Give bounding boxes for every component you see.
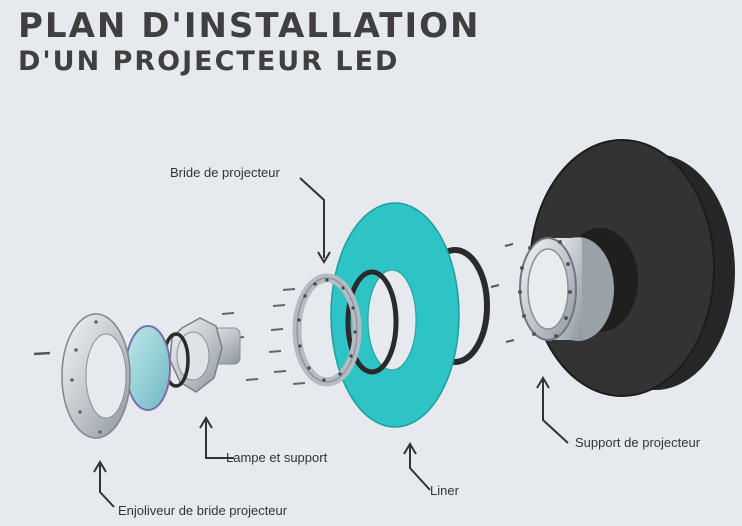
- page-subtitle: D'UN PROJECTEUR LED: [18, 46, 400, 77]
- lamp-lens: [125, 325, 171, 411]
- support-projecteur: [518, 139, 735, 397]
- label-lampe: Lampe et support: [226, 450, 328, 465]
- title-block: PLAN D'INSTALLATION D'UN PROJECTEUR LED: [18, 6, 481, 78]
- support-screws: [490, 243, 515, 343]
- page-title: PLAN D'INSTALLATION: [18, 6, 481, 46]
- front-gasket: [345, 269, 399, 375]
- enjoliveur-bride: [61, 313, 131, 439]
- trim-screw: [33, 351, 51, 356]
- leader-lines: [93, 177, 569, 508]
- label-support: Support de projecteur: [575, 435, 701, 450]
- bride-projecteur: [292, 273, 362, 387]
- label-bride: Bride de projecteur: [170, 165, 281, 180]
- bride-screws: [221, 288, 306, 385]
- label-liner: Liner: [430, 483, 460, 498]
- label-enjoliveur: Enjoliveur de bride projecteur: [118, 503, 288, 518]
- lampe-support: [162, 317, 241, 393]
